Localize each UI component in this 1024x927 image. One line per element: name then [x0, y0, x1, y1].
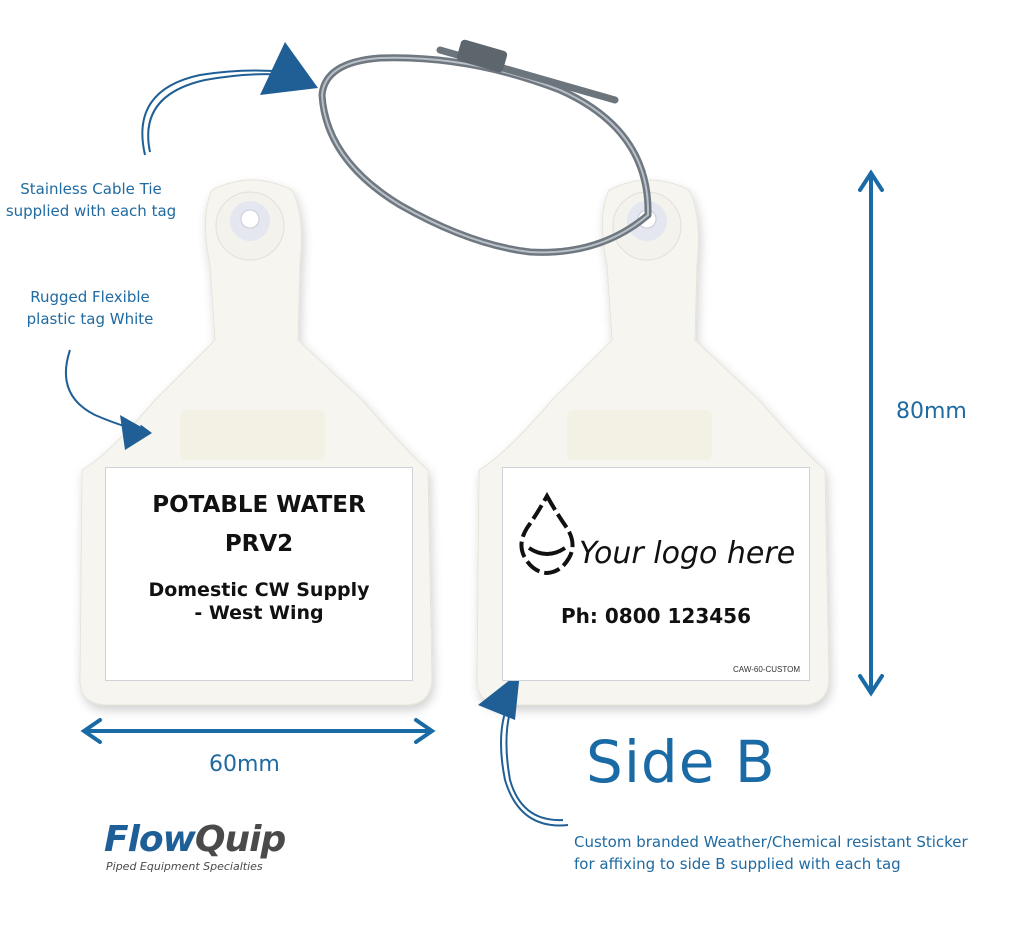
brand-name: FlowQuip — [104, 819, 286, 860]
sticker-line-1: POTABLE WATER — [152, 492, 366, 518]
callout-line: for affixing to side B supplied with eac… — [574, 855, 901, 873]
tag-material-callout: Rugged Flexible plastic tag White — [0, 286, 180, 330]
brand-tagline: Piped Equipment Specialties — [106, 860, 263, 873]
water-drop-icon — [519, 491, 575, 576]
cable-tie-callout: Stainless Cable Tie supplied with each t… — [0, 178, 182, 222]
flowquip-logo: FlowQuip Piped Equipment Specialties — [104, 819, 286, 874]
logo-placeholder: Your logo here — [517, 488, 797, 579]
width-dimension-label: 60mm — [209, 752, 280, 777]
tag-a-sticker: POTABLE WATER PRV2 Domestic CW Supply - … — [105, 467, 413, 681]
callout-line: Rugged Flexible — [30, 288, 150, 306]
brand-name-flow: Flow — [104, 819, 196, 860]
arrowhead-scribbles — [120, 42, 520, 720]
sticker-line-3: Domestic CW Supply - West Wing — [106, 579, 412, 625]
callout-line: Stainless Cable Tie — [20, 180, 162, 198]
logo-placeholder-text: Your logo here — [579, 536, 796, 571]
callout-line: supplied with each tag — [5, 202, 177, 220]
sticker-line-3b: - West Wing — [194, 602, 324, 624]
tag-b-sticker: Your logo here Ph: 0800 123456 CAW-60-CU… — [502, 467, 810, 681]
arrowhead-sticker — [478, 672, 520, 720]
cable-tie — [318, 39, 652, 256]
sticker-line-2: PRV2 — [224, 531, 294, 557]
dimension-width-arrow — [80, 718, 436, 744]
height-dimension-label: 80mm — [896, 399, 967, 424]
phone-number: Ph: 0800 123456 — [561, 604, 751, 628]
sticker-line-3a: Domestic CW Supply — [148, 579, 370, 601]
sticker-callout: Custom branded Weather/Chemical resistan… — [574, 831, 994, 875]
dimension-height-arrow — [858, 169, 884, 697]
callout-line: Custom branded Weather/Chemical resistan… — [574, 833, 968, 851]
product-code: CAW-60-CUSTOM — [733, 665, 800, 674]
callout-line: plastic tag White — [26, 310, 154, 328]
side-b-heading: Side B — [586, 728, 776, 796]
arrowhead-tag — [120, 415, 152, 450]
arrowhead-cable — [260, 42, 318, 95]
brand-name-quip: Quip — [194, 819, 286, 860]
